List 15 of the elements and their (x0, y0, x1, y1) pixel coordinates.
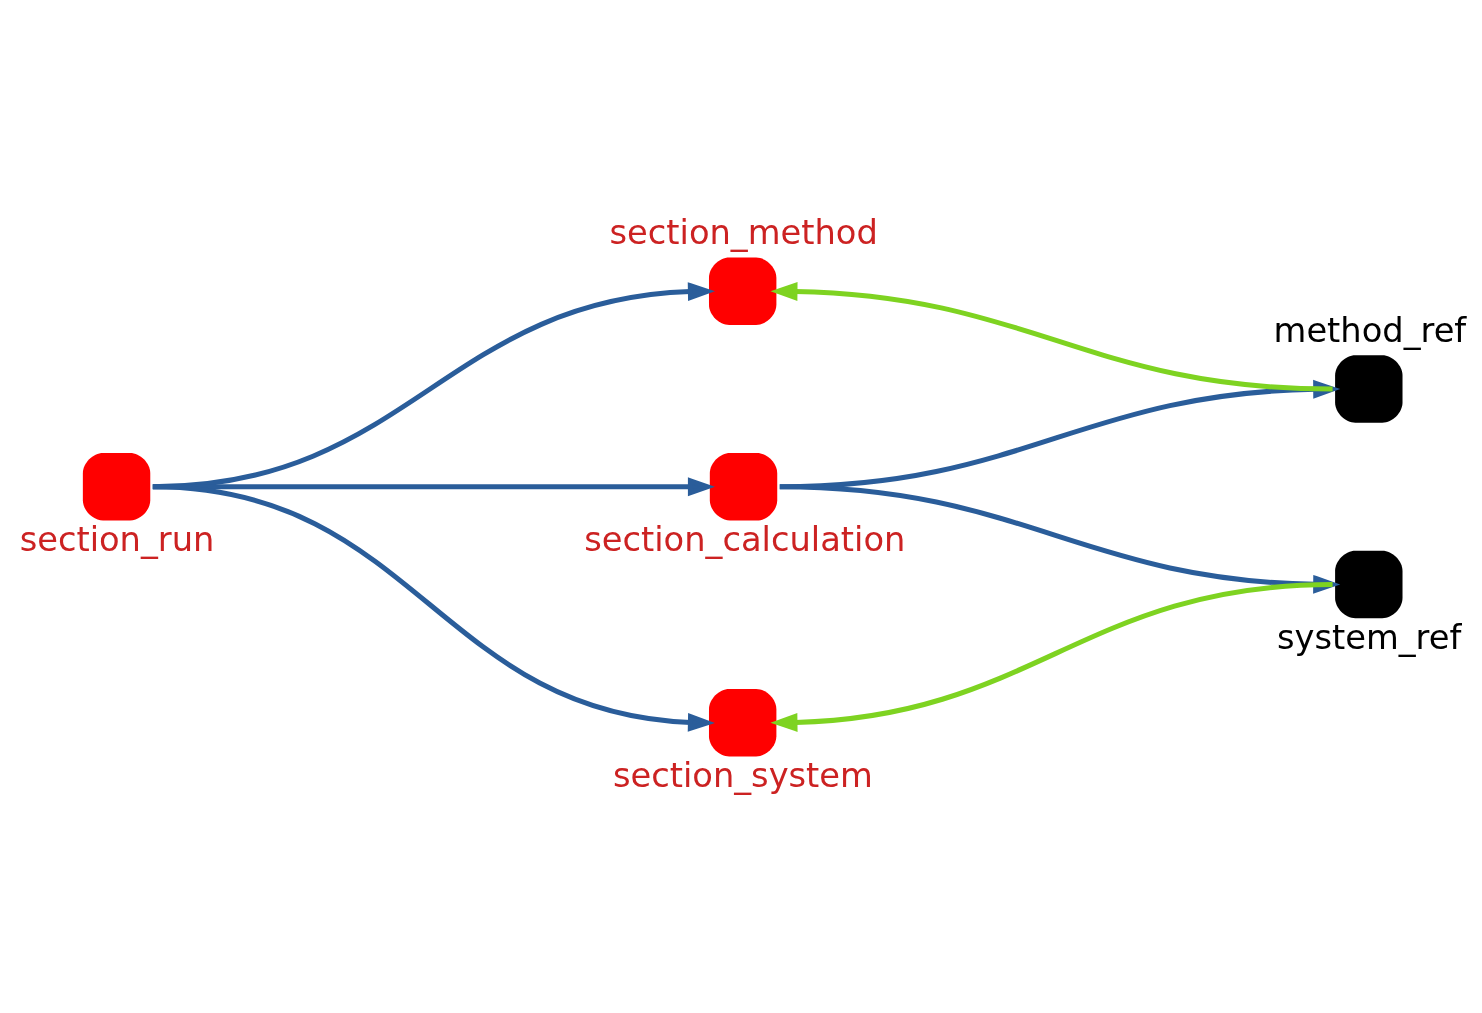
arrow (770, 581, 1333, 732)
node-box (709, 257, 777, 325)
node-box (82, 452, 151, 520)
arrow (152, 483, 715, 732)
node-box (709, 452, 778, 520)
node-label: section_system (612, 755, 873, 795)
node-label: section_run (19, 519, 215, 559)
node-label: section_calculation (584, 519, 906, 559)
node-box (709, 688, 777, 756)
node-box (1335, 354, 1403, 423)
node-label: method_ref (1273, 310, 1467, 350)
node-label: section_method (609, 212, 878, 252)
arrow (770, 281, 1333, 392)
node-box (1335, 550, 1403, 618)
node-label: system_ref (1276, 617, 1462, 657)
